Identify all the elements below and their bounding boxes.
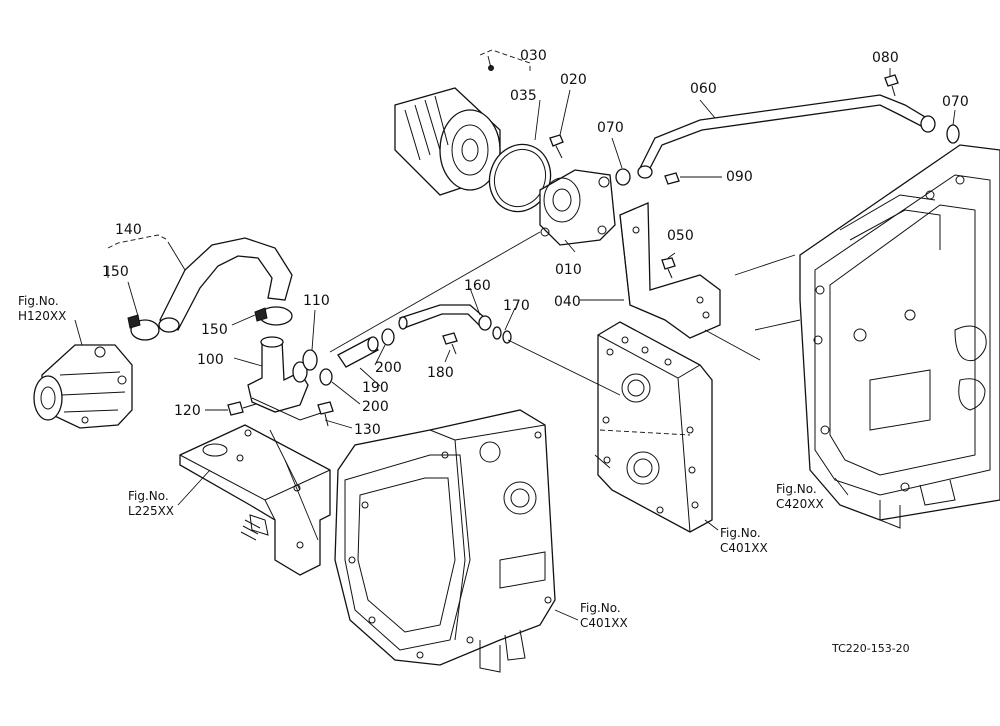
drawing-code: TC220-153-20: [831, 642, 910, 655]
label-170: 170: [503, 298, 530, 314]
bolt-130: [317, 401, 334, 427]
label-090: 090: [726, 169, 753, 185]
hose-190: [337, 336, 379, 368]
hose-140: [158, 237, 293, 333]
hydraulic-pump: [33, 344, 133, 429]
o-ring-070-left: [615, 168, 631, 186]
label-200-upper: 200: [375, 360, 402, 376]
figref-h120-code: H120XX: [18, 309, 66, 323]
bolt-020: [549, 134, 564, 159]
oil-pipe-060: [637, 94, 936, 179]
transmission-case-front: [334, 409, 556, 673]
bolt-180: [442, 332, 458, 355]
leader-lines: [74, 49, 956, 621]
label-070-right: 070: [942, 94, 969, 110]
label-035: 035: [510, 88, 537, 104]
label-030: 030: [520, 48, 547, 64]
oil-filter: [394, 65, 501, 196]
o-ring-110: [302, 349, 318, 371]
label-020: 020: [560, 72, 587, 88]
pipe-160: [398, 304, 492, 331]
label-200-lower: 200: [362, 399, 389, 415]
label-040: 040: [554, 294, 581, 310]
label-180: 180: [427, 365, 454, 381]
figure-references: Fig.No. H120XX Fig.No. L225XX Fig.No. C4…: [18, 294, 824, 630]
figref-l225-code: L225XX: [128, 504, 174, 518]
o-ring-070-right: [946, 124, 960, 144]
frame-bracket: [179, 424, 331, 576]
bolt-080: [884, 74, 899, 97]
bolt-050: [661, 257, 676, 279]
o-ring-170-a: [492, 326, 502, 340]
filter-bracket: [619, 202, 721, 339]
label-130: 130: [354, 422, 381, 438]
figref-c401-lower-code: C401XX: [580, 616, 628, 630]
label-060: 060: [690, 81, 717, 97]
label-070-left: 070: [597, 120, 624, 136]
part-labels: 030 035 020 060 080 070 070 090 050 010 …: [102, 48, 969, 438]
label-140: 140: [115, 222, 142, 238]
hose-clamp-150-right: [254, 306, 293, 326]
label-120: 120: [174, 403, 201, 419]
figref-c401-upper-title: Fig.No.: [720, 526, 761, 540]
label-110: 110: [303, 293, 330, 309]
label-190: 190: [362, 380, 389, 396]
clamp-200-lower: [319, 368, 333, 386]
suction-pipe-100: [247, 336, 331, 421]
label-160: 160: [464, 278, 491, 294]
label-010: 010: [555, 262, 582, 278]
figref-c401-upper-code: C401XX: [720, 541, 768, 555]
label-100: 100: [197, 352, 224, 368]
label-050: 050: [667, 228, 694, 244]
bolt-120: [227, 401, 257, 416]
cover-plate-middle: [597, 321, 713, 533]
label-150-top: 150: [102, 264, 129, 280]
figref-c420-title: Fig.No.: [776, 482, 817, 496]
bolt-090: [664, 172, 680, 185]
label-150-right: 150: [201, 322, 228, 338]
hose-clamp-150-left: [127, 314, 160, 341]
clamp-200-upper: [381, 328, 395, 346]
transmission-case-right: [799, 144, 1000, 529]
filter-head: [539, 169, 616, 246]
figref-c401-lower-title: Fig.No.: [580, 601, 621, 615]
label-080: 080: [872, 50, 899, 66]
figref-l225-title: Fig.No.: [128, 489, 169, 503]
figref-c420-code: C420XX: [776, 497, 824, 511]
figref-h120-title: Fig.No.: [18, 294, 59, 308]
